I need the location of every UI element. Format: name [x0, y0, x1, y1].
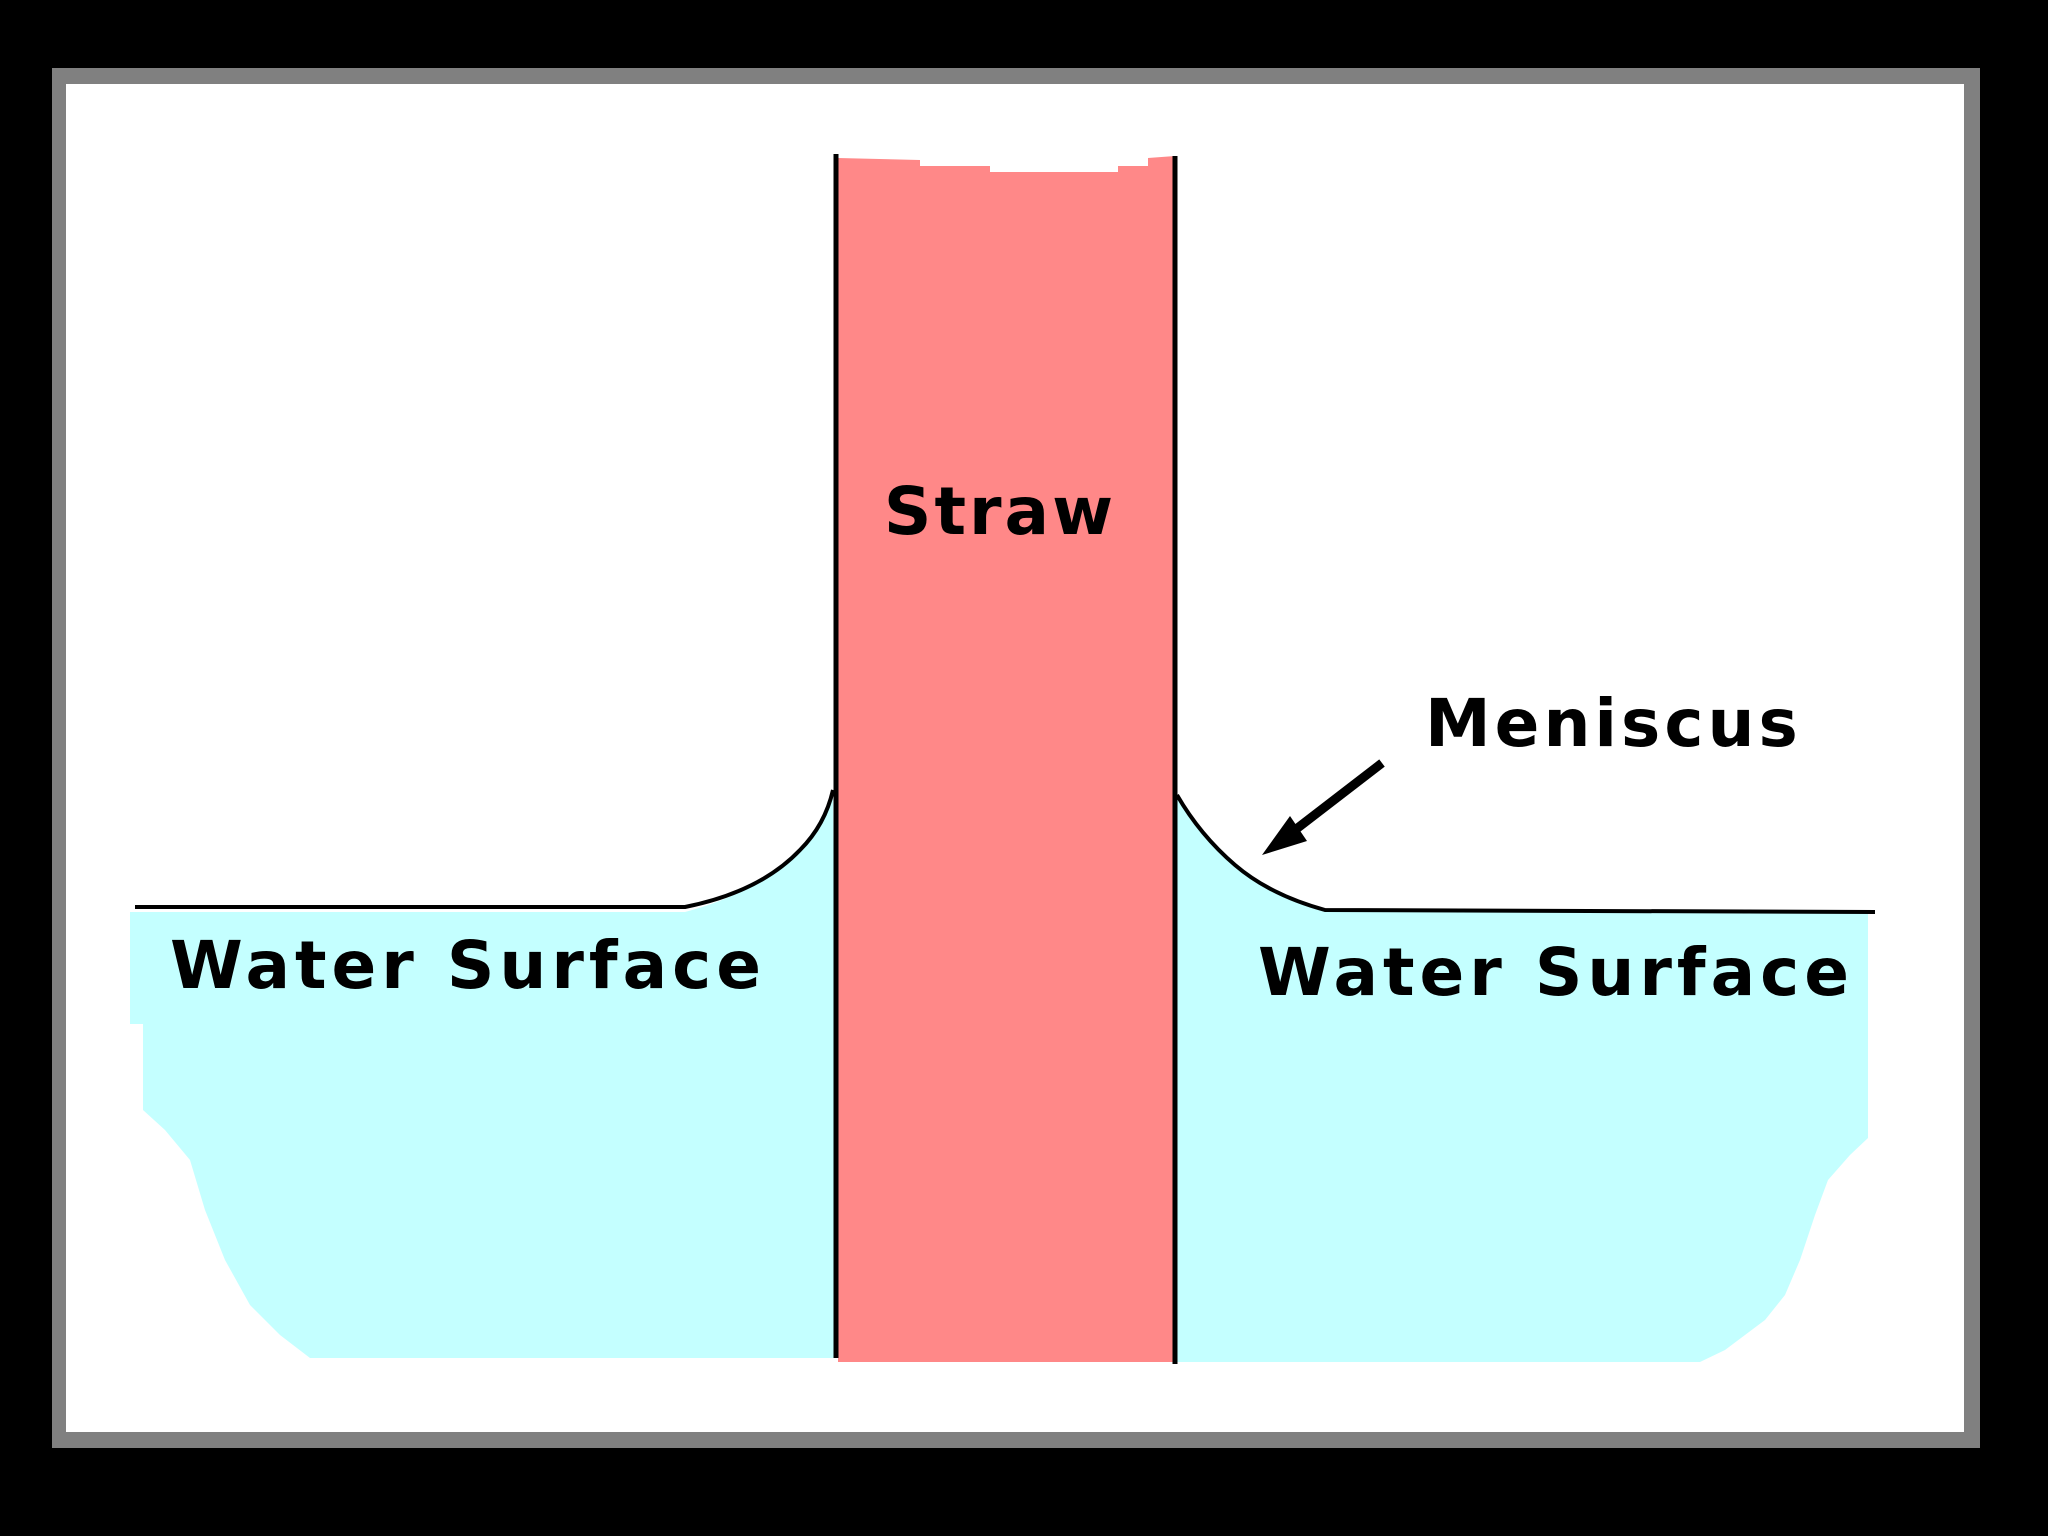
straw-body: [838, 156, 1175, 1362]
water-right: [1177, 795, 1868, 1362]
straw-label: Straw: [884, 473, 1116, 550]
water-surface-label-right: Water Surface: [1258, 934, 1854, 1011]
water-surface-label-left: Water Surface: [170, 927, 766, 1004]
water-surface-line-left: [135, 789, 835, 909]
water-surface-line-right: [1175, 794, 1876, 914]
water-left: [130, 790, 838, 1358]
arrow-icon: [1262, 759, 1385, 855]
meniscus-label: Meniscus: [1425, 685, 1802, 762]
